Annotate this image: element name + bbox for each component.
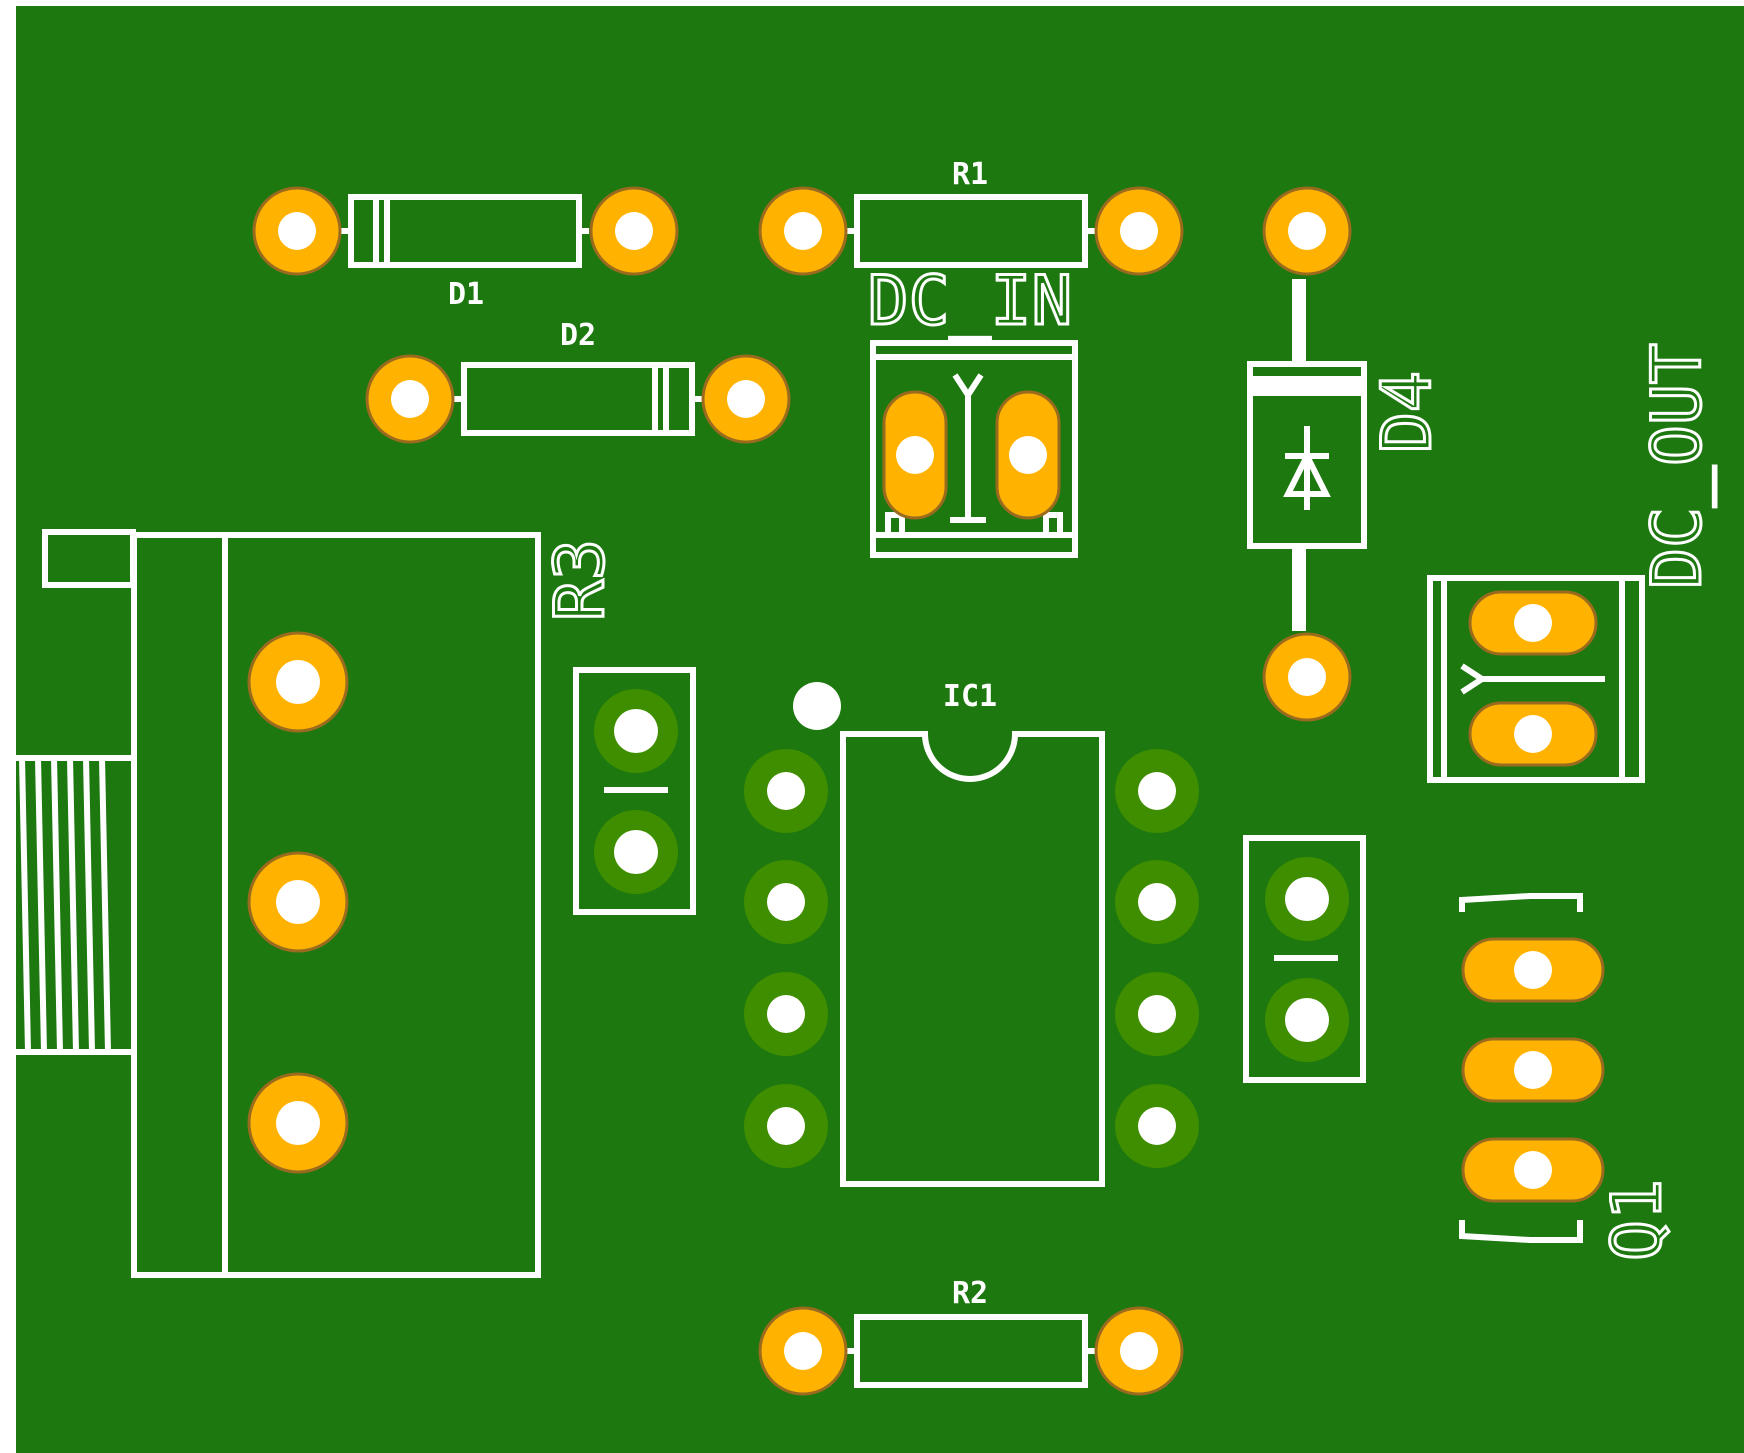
d4-label: D4 <box>1368 371 1447 453</box>
r1-label: R1 <box>952 157 988 192</box>
ic1-pin1-marker <box>793 682 841 730</box>
ic1-label: IC1 <box>943 679 997 714</box>
component-d4: D4 <box>1247 186 1449 722</box>
component-r3: R3 <box>16 529 622 1278</box>
component-dc-out: DC_OUT <box>1427 342 1719 783</box>
component-r3-jumper <box>573 667 696 915</box>
d1-label: D1 <box>448 277 484 312</box>
q1-label: Q1 <box>1598 1179 1677 1261</box>
component-d2: D2 <box>365 318 791 444</box>
r2-label: R2 <box>952 1276 988 1311</box>
component-r1: R1 <box>758 157 1184 276</box>
r3-knurled-shaft <box>16 755 134 1055</box>
dc-out-label: DC_OUT <box>1638 343 1717 589</box>
component-ic1: IC1 <box>744 679 1199 1187</box>
r3-label: R3 <box>541 539 620 621</box>
component-jumper-right <box>1243 835 1366 1083</box>
component-q1: Q1 <box>1459 893 1679 1262</box>
d2-label: D2 <box>560 318 596 353</box>
component-r2: R2 <box>758 1276 1184 1396</box>
dc-in-label: DC_IN <box>868 262 1073 341</box>
component-d1: D1 <box>252 186 679 312</box>
component-dc-in: DC_IN <box>866 261 1078 558</box>
